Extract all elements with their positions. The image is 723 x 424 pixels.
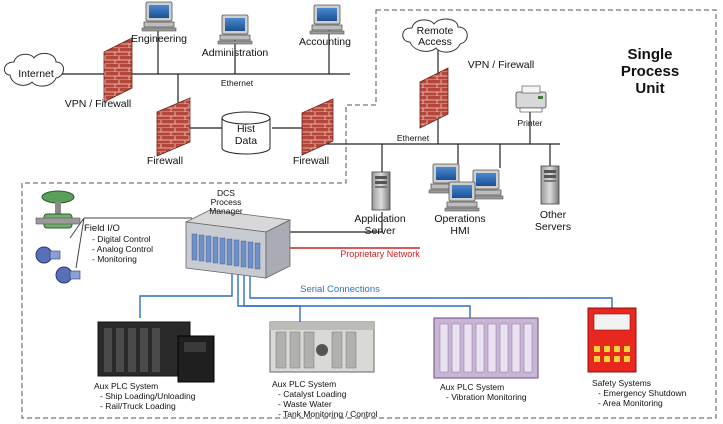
unit-title-line2: Process [620,63,680,80]
dcs-label-line2: Process [210,197,242,207]
other-servers-icon [540,165,560,205]
hist-data-label-line1: Hist [236,123,256,135]
operations-hmi-monitor-icon [444,181,480,212]
plc1-item: - Ship Loading/Unloading [100,391,196,401]
plc2-title: Aux PLC System [272,379,337,389]
application-server-label-line2: Server [364,225,396,237]
serial-lines [139,268,613,322]
printer-label: Printer [517,118,543,128]
field-io-lines [69,217,192,269]
unit-title-line3: Unit [635,80,665,97]
pressure-transmitter-icon [55,266,81,284]
safety-system-icon [587,307,637,373]
plc3-title: Aux PLC System [440,382,505,392]
firewall-right-label: Firewall [292,155,330,167]
plc3-item: - Vibration Monitoring [446,392,527,402]
dcs-label-line3: Manager [209,206,243,216]
plc1-item: - Rail/Truck Loading [100,401,176,411]
remote-access-label-line1: Remote [416,25,454,37]
safety-item: - Emergency Shutdown [598,388,687,398]
accounting-label: Accounting [299,36,351,48]
hist-data-database-icon [221,111,271,155]
plc2-item: - Waste Water [278,399,332,409]
firewall-icon-vpn-right [419,67,449,129]
field-io-item: - Analog Control [92,244,153,254]
vpn-firewall-left-label: VPN / Firewall [64,98,132,110]
remote-access-cloud [402,18,468,53]
hist-data-label-line2: Data [234,135,258,147]
field-io-item: - Digital Control [92,234,151,244]
proprietary-network-label: Proprietary Network [340,249,420,259]
other-servers-label-line1: Other [539,209,567,221]
firewall-icons [103,37,449,157]
safety-block: Safety Systems - Emergency Shutdown - Ar… [592,378,686,408]
administration-workstation-icon [217,14,253,45]
vpn-firewall-right-label: VPN / Firewall [467,59,535,71]
safety-title: Safety Systems [592,378,652,388]
plc2-item: - Tank Monitoring / Control [278,409,378,419]
plc2-block: Aux PLC System - Catalyst Loading - Wast… [272,379,378,419]
process-unit-boundary [21,9,717,419]
printer-icon [515,85,547,113]
plc-rack-3-icon [433,317,539,379]
internet-label: Internet [18,68,54,80]
plc-rack-2-icon [269,321,375,373]
plc-rack-1-icon [97,321,215,383]
firewall-icon-vpn-left [103,37,133,103]
plc2-item: - Catalyst Loading [278,389,347,399]
plc3-block: Aux PLC System - Vibration Monitoring [440,382,527,402]
other-servers-label-line2: Servers [534,221,572,233]
dcs-label-line1: DCS [217,188,235,198]
application-server-label-line1: Application [354,213,406,225]
unit-title-line1: Single [627,46,673,63]
field-io-title: Field I/O [84,223,120,234]
pressure-transmitter-icon [35,246,61,264]
ethernet-top-label: Ethernet [220,78,254,88]
plc1-title: Aux PLC System [94,381,159,391]
field-io-block: Field I/O - Digital Control - Analog Con… [84,223,153,265]
control-valve-icon [35,190,81,229]
serial-connections-label: Serial Connections [300,284,380,295]
safety-item: - Area Monitoring [598,398,663,408]
firewall-icon-left [156,97,191,157]
remote-access-label-line2: Access [418,36,452,48]
operations-hmi-label-line2: HMI [450,225,470,237]
operations-hmi-label-line1: Operations [434,213,486,225]
accounting-workstation-icon [309,4,345,35]
firewall-icon-right [301,98,334,156]
ethernet-mid-label: Ethernet [396,133,430,143]
internet-cloud [4,52,64,87]
application-server-icon [371,171,391,211]
engineering-label: Engineering [130,33,188,45]
firewall-left-label: Firewall [146,155,184,167]
plc1-block: Aux PLC System - Ship Loading/Unloading … [94,381,195,411]
dcs-process-manager-icon [184,209,292,279]
field-io-item: - Monitoring [92,254,137,264]
administration-label: Administration [201,47,269,59]
engineering-workstation-icon [141,1,177,32]
